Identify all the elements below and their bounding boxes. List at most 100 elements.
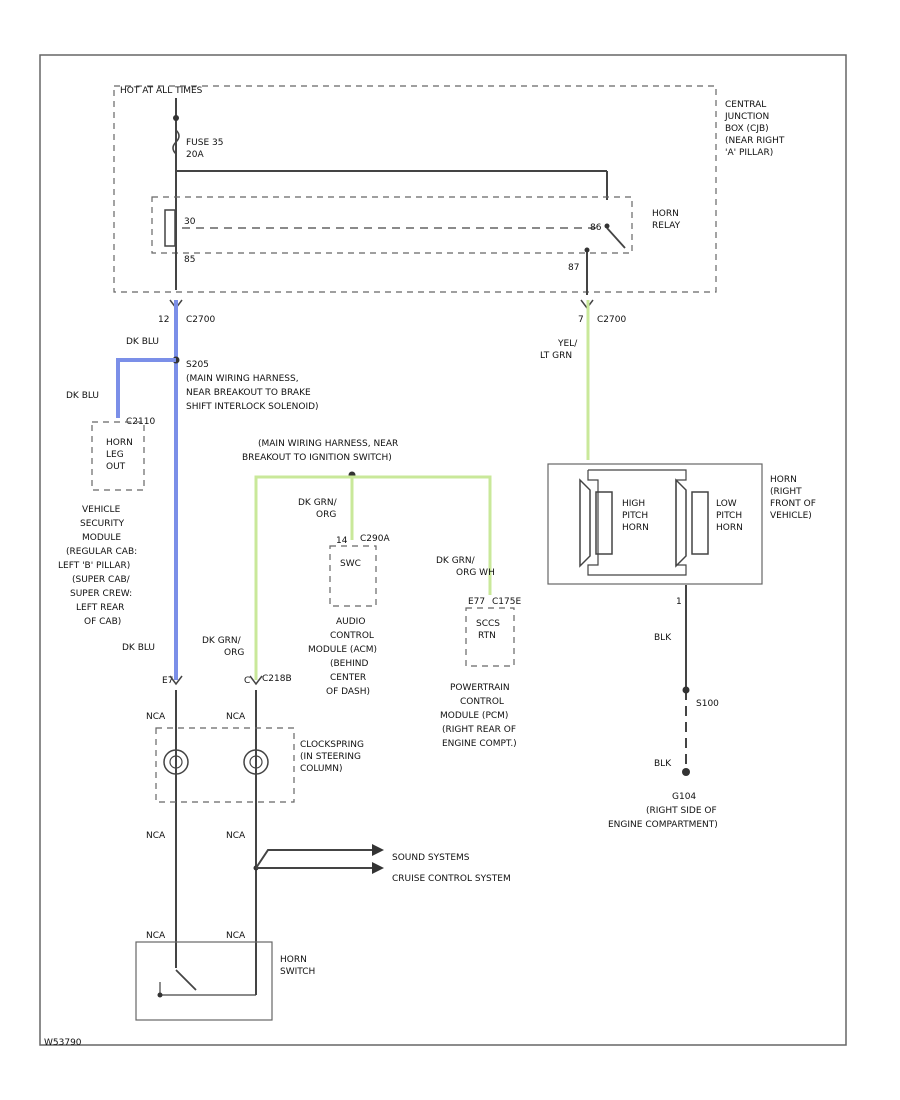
c2700-left-name: C2700 <box>186 315 215 325</box>
svg-text:OUT: OUT <box>106 462 126 472</box>
svg-text:HORN: HORN <box>770 475 797 485</box>
svg-text:ENGINE COMPT.): ENGINE COMPT.) <box>442 739 517 749</box>
relay-switch <box>606 227 626 249</box>
horn-switch-label: HORN SWITCH <box>280 955 315 977</box>
svg-text:VEHICLE: VEHICLE <box>82 505 121 515</box>
cruise-control-label: CRUISE CONTROL SYSTEM <box>392 874 511 884</box>
svg-text:'A' PILLAR): 'A' PILLAR) <box>725 148 773 158</box>
pcm-connector-name: C175E <box>492 597 521 607</box>
svg-text:OF DASH): OF DASH) <box>326 687 370 697</box>
splice-s205-label: S205 <box>186 360 209 370</box>
blk-label-top: BLK <box>654 633 672 643</box>
c218-right-pin: C <box>244 676 250 686</box>
svg-text:HIGH: HIGH <box>622 499 645 509</box>
horn-switch-contact <box>175 969 197 991</box>
yel-lt-grn-label: YEL/ LT GRN <box>540 339 578 361</box>
svg-text:SWITCH: SWITCH <box>280 967 315 977</box>
ground-g104-label: G104 <box>672 792 696 802</box>
horn-switch-box <box>135 941 273 1021</box>
dk-blu-label-top: DK BLU <box>126 337 159 347</box>
vsm-label: VEHICLE SECURITY MODULE (REGULAR CAB: LE… <box>58 505 137 627</box>
cjb-label: CENTRAL JUNCTION BOX (CJB) (NEAR RIGHT '… <box>724 100 785 158</box>
vsm-box <box>91 421 145 491</box>
svg-text:HORN: HORN <box>622 523 649 533</box>
svg-text:CONTROL: CONTROL <box>330 631 374 641</box>
svg-text:COLUMN): COLUMN) <box>300 764 343 774</box>
svg-text:FUSE 35: FUSE 35 <box>186 138 223 148</box>
relay-pin-86: 86 <box>590 223 602 233</box>
svg-text:OF CAB): OF CAB) <box>84 617 121 627</box>
s205-description: (MAIN WIRING HARNESS, NEAR BREAKOUT TO B… <box>186 374 319 412</box>
c218-right-name: C218B <box>262 674 292 684</box>
svg-text:ORG: ORG <box>316 510 336 520</box>
svg-text:LEFT REAR: LEFT REAR <box>76 603 124 613</box>
svg-text:(MAIN WIRING HARNESS,: (MAIN WIRING HARNESS, <box>186 374 299 384</box>
nca-label-6: NCA <box>226 931 246 941</box>
svg-text:(NEAR RIGHT: (NEAR RIGHT <box>725 136 785 146</box>
c2700-right-pin: 7 <box>578 315 584 325</box>
svg-text:(IN STEERING: (IN STEERING <box>300 752 361 762</box>
svg-text:RELAY: RELAY <box>652 221 681 231</box>
clockspring-right <box>243 749 269 775</box>
g104-description: (RIGHT SIDE OF ENGINE COMPARTMENT) <box>608 806 718 830</box>
high-pitch-horn-symbol <box>579 478 591 568</box>
sound-system-branch <box>255 849 378 869</box>
svg-text:BOX (CJB): BOX (CJB) <box>725 124 769 134</box>
svg-text:(MAIN WIRING HARNESS, NEAR: (MAIN WIRING HARNESS, NEAR <box>258 439 398 449</box>
dk-blu-label-branch: DK BLU <box>66 391 99 401</box>
horn-label: HORN (RIGHT FRONT OF VEHICLE) <box>770 475 816 521</box>
horn-assembly-box <box>547 463 763 585</box>
pcm-box <box>465 607 515 667</box>
acm-box-text: SWC <box>340 559 361 569</box>
hot-label: HOT AT ALL TIMES <box>120 86 203 96</box>
svg-text:HORN: HORN <box>716 523 743 533</box>
relay-pin-85: 85 <box>184 255 195 265</box>
svg-text:HORN: HORN <box>106 438 133 448</box>
svg-text:AUDIO: AUDIO <box>336 617 365 627</box>
nca-label-1: NCA <box>146 712 166 722</box>
c2700-left-pin: 12 <box>158 315 169 325</box>
splice-s100-label: S100 <box>696 699 719 709</box>
dk-grn-org-label-pcm: DK GRN/ ORG WH <box>436 556 495 578</box>
svg-text:SCCS: SCCS <box>476 619 500 629</box>
horn-relay-label: HORN RELAY <box>652 209 681 231</box>
svg-text:(BEHIND: (BEHIND <box>330 659 369 669</box>
svg-text:MODULE (PCM): MODULE (PCM) <box>440 711 508 721</box>
vsm-box-text: HORN LEG OUT <box>106 438 133 472</box>
svg-text:LOW: LOW <box>716 499 737 509</box>
svg-text:NEAR BREAKOUT TO BRAKE: NEAR BREAKOUT TO BRAKE <box>186 388 311 398</box>
low-pitch-horn-label: LOW PITCH HORN <box>716 499 743 533</box>
svg-text:SHIFT INTERLOCK SOLENOID): SHIFT INTERLOCK SOLENOID) <box>186 402 319 412</box>
clockspring-left <box>163 749 189 775</box>
svg-text:RTN: RTN <box>478 631 496 641</box>
fuse-symbol <box>172 129 180 155</box>
nca-label-4: NCA <box>226 831 246 841</box>
diagram-frame <box>39 54 847 1046</box>
svg-text:YEL/: YEL/ <box>557 339 578 349</box>
svg-text:MODULE (ACM): MODULE (ACM) <box>308 645 377 655</box>
svg-text:(RIGHT SIDE OF: (RIGHT SIDE OF <box>646 806 717 816</box>
svg-text:MODULE: MODULE <box>82 533 121 543</box>
acm-label: AUDIO CONTROL MODULE (ACM) (BEHIND CENTE… <box>308 617 377 697</box>
svg-text:HORN: HORN <box>280 955 307 965</box>
c218-left-pin: E7 <box>162 676 173 686</box>
cjb-box <box>113 85 717 293</box>
fuse-top-terminal <box>173 115 179 121</box>
svg-text:ENGINE COMPARTMENT): ENGINE COMPARTMENT) <box>608 820 718 830</box>
svg-text:DK GRN/: DK GRN/ <box>202 636 242 646</box>
svg-text:DK GRN/: DK GRN/ <box>298 498 338 508</box>
ground-g104 <box>682 768 690 776</box>
svg-text:BREAKOUT TO IGNITION SWITCH): BREAKOUT TO IGNITION SWITCH) <box>242 453 392 463</box>
c2700-right-name: C2700 <box>597 315 626 325</box>
pcm-box-text: SCCS RTN <box>476 619 500 641</box>
svg-text:LT GRN: LT GRN <box>540 351 572 361</box>
clockspring-box <box>155 727 295 803</box>
svg-text:HORN: HORN <box>652 209 679 219</box>
fuse-label: FUSE 35 20A <box>186 138 223 160</box>
dk-blu-branch <box>116 358 176 418</box>
relay-coil <box>164 209 176 247</box>
horn-pin-1: 1 <box>676 597 682 607</box>
svg-text:SUPER CREW:: SUPER CREW: <box>70 589 132 599</box>
splice-s100 <box>682 686 690 694</box>
